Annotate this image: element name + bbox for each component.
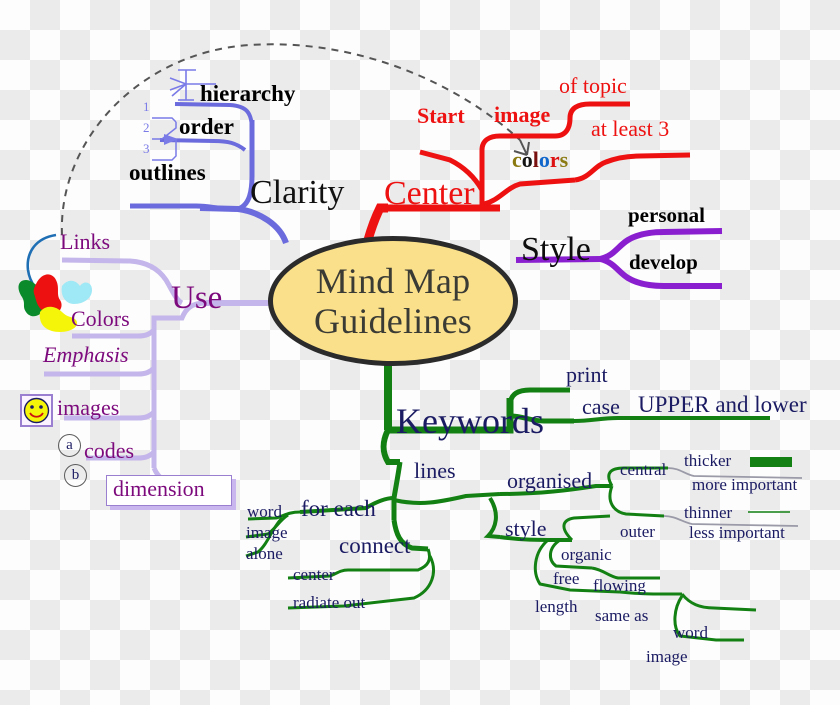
circled-letter-a-icon: a (58, 434, 81, 457)
node-emphasis[interactable]: Emphasis (43, 342, 129, 367)
node-develop[interactable]: develop (629, 250, 698, 274)
node-codes[interactable]: codes (84, 438, 135, 463)
node-upper-and-lower[interactable]: UPPER and lower (638, 392, 807, 417)
node-lines[interactable]: lines (414, 458, 456, 483)
colors-letter-o2: o (538, 147, 550, 172)
node-print[interactable]: print (566, 362, 608, 387)
node-free[interactable]: free (553, 569, 580, 588)
numbered-list-icon-digit-3: 3 (143, 141, 150, 156)
blue-curved-arrow-icon (26, 233, 57, 300)
node-for-each[interactable]: for each (301, 496, 376, 521)
colors-letter-c: c (512, 147, 522, 172)
node-organic[interactable]: organic (561, 545, 612, 564)
node-center[interactable]: Center (384, 175, 475, 212)
node-thinner[interactable]: thinner (684, 503, 733, 522)
node-order[interactable]: order (179, 114, 234, 139)
node-flowing[interactable]: flowing (593, 576, 646, 595)
node-length[interactable]: length (535, 597, 578, 616)
node-organised[interactable]: organised (507, 468, 593, 493)
node-clarity[interactable]: Clarity (250, 174, 345, 211)
numbered-list-icon (152, 117, 178, 161)
colors-letter-r: r (549, 147, 560, 172)
colors-letter-s: s (559, 147, 569, 172)
circled-letter-b-icon: b (64, 464, 87, 487)
node-colors-use[interactable]: Colors (71, 306, 130, 331)
node-image-sameas[interactable]: image (646, 647, 688, 666)
central-node-line2: Guidelines (314, 301, 472, 341)
central-node[interactable]: Mind Map Guidelines (268, 236, 518, 366)
node-connect[interactable]: connect (339, 533, 411, 558)
node-dimension[interactable]: dimension (113, 476, 205, 501)
node-keywords[interactable]: Keywords (396, 401, 544, 441)
node-at-least-3[interactable]: at least 3 (591, 116, 670, 141)
colors-letter-l: l (532, 147, 539, 172)
node-word-foreach[interactable]: word (247, 502, 282, 521)
node-radiate-out[interactable]: radiate out (293, 593, 366, 612)
node-central[interactable]: central (620, 460, 667, 479)
node-image-foreach[interactable]: image (246, 523, 288, 542)
smiley-face-icon (20, 394, 53, 427)
node-images[interactable]: images (57, 395, 120, 420)
node-outer[interactable]: outer (620, 522, 655, 541)
use-branch-lines (44, 257, 270, 491)
node-center-kw[interactable]: center (293, 565, 335, 584)
node-image-topic[interactable]: image (494, 102, 551, 127)
node-start[interactable]: Start (417, 103, 465, 128)
node-less-important[interactable]: less important (689, 523, 785, 542)
node-same-as[interactable]: same as (595, 606, 649, 625)
central-node-line1: Mind Map (315, 260, 471, 301)
numbered-list-icon-digit-2: 2 (143, 120, 150, 135)
colors-letter-o1: o (521, 147, 533, 172)
node-hierarchy[interactable]: hierarchy (200, 81, 296, 106)
thick-green-bar-swatch (750, 457, 792, 467)
node-style-kw[interactable]: style (505, 516, 547, 541)
node-of-topic[interactable]: of topic (559, 73, 627, 98)
node-thicker[interactable]: thicker (684, 451, 732, 470)
node-case[interactable]: case (582, 394, 620, 419)
node-use[interactable]: Use (171, 280, 223, 316)
node-style[interactable]: Style (521, 231, 591, 268)
node-links[interactable]: Links (60, 229, 111, 254)
node-outlines[interactable]: outlines (129, 160, 206, 185)
node-alone[interactable]: alone (246, 544, 283, 563)
node-personal[interactable]: personal (628, 203, 706, 227)
node-word-sameas[interactable]: word (673, 623, 708, 642)
node-more-important[interactable]: more important (692, 475, 798, 494)
numbered-list-icon-digit-1: 1 (143, 99, 150, 114)
node-colors-multicolor[interactable]: colors (512, 149, 568, 171)
